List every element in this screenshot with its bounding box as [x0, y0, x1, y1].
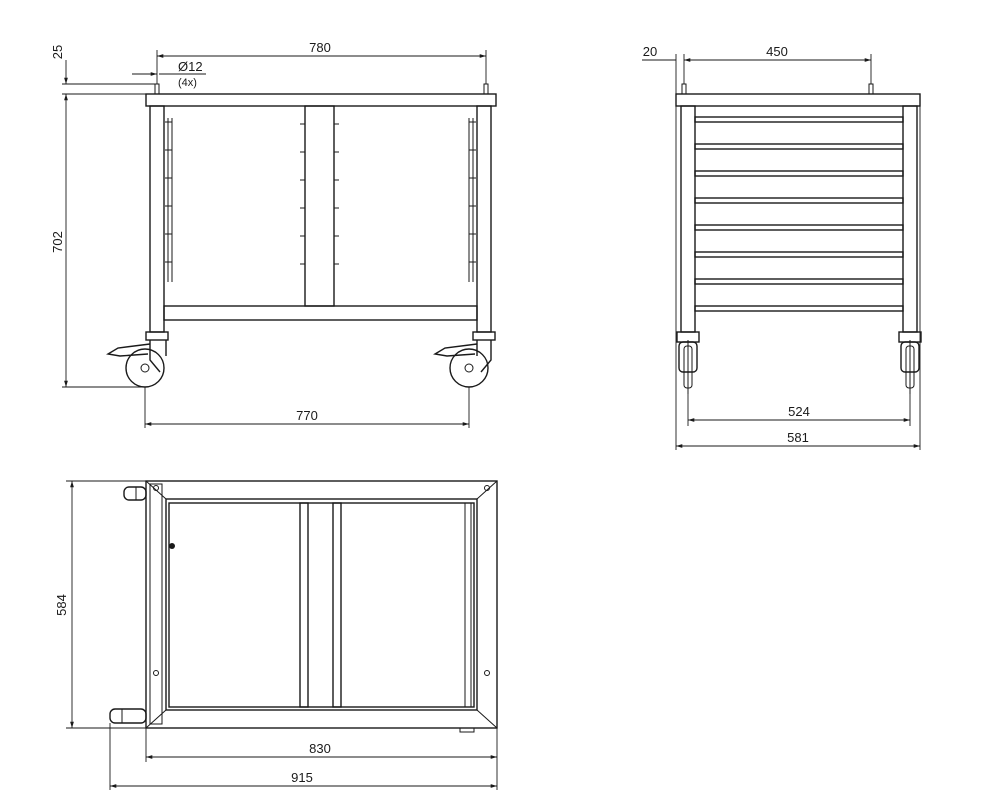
- side-pin-right: [868, 83, 874, 95]
- side-pin-left: [681, 83, 687, 95]
- top-bolt-3: [153, 670, 159, 676]
- front-ladder-left: [165, 118, 173, 282]
- front-center-rails: [300, 123, 339, 265]
- top-corner-bl: [145, 709, 167, 729]
- front-center-post: [304, 105, 335, 307]
- dim-dia-label: Ø12: [178, 59, 203, 74]
- top-center-rail-right: [332, 502, 342, 708]
- top-handle-upper: [123, 486, 147, 501]
- top-side-rail: [149, 483, 163, 725]
- top-inner-frame: [165, 498, 478, 711]
- side-caster-right: [898, 331, 922, 394]
- top-bolt-1: [153, 485, 159, 491]
- front-caster-right: [433, 331, 496, 388]
- top-corner-br: [476, 709, 498, 729]
- side-slats: [694, 116, 904, 312]
- front-bottom-bar: [163, 305, 478, 321]
- top-outer-frame: [145, 480, 498, 729]
- dim-581-label: 581: [787, 430, 809, 445]
- top-center-rail-left: [299, 502, 309, 708]
- front-caster-left: [106, 331, 169, 388]
- dim-915-label: 915: [291, 770, 313, 785]
- dim-770-label: 770: [296, 408, 318, 423]
- dim-830-label: 830: [309, 741, 331, 756]
- dim-524-label: 524: [788, 404, 810, 419]
- front-ladder-right: [468, 118, 476, 282]
- dim-dia-count: (4x): [178, 77, 197, 89]
- side-leg-right: [902, 105, 918, 333]
- top-shelf-area: [168, 502, 475, 708]
- front-top-plate: [145, 93, 497, 107]
- top-side-rail-right: [464, 502, 472, 708]
- front-leg-left: [149, 105, 165, 333]
- top-handle-lower: [109, 708, 147, 724]
- top-caster-foot: [459, 727, 475, 733]
- front-leg-right: [476, 105, 492, 333]
- dim-450-label: 450: [766, 44, 788, 59]
- dim-20-label: 20: [643, 44, 657, 59]
- side-view: 450 20 524 581: [642, 44, 922, 450]
- dim-702-label: 702: [50, 231, 65, 253]
- side-top-plate: [675, 93, 921, 107]
- top-latch-dot: [169, 543, 175, 549]
- top-view: 584 830 915: [54, 480, 498, 790]
- front-view: 780 Ø12 (4x) 25 702 770: [50, 40, 497, 428]
- front-pin-left: [154, 83, 160, 95]
- front-pin-right: [483, 83, 489, 95]
- dim-584-label: 584: [54, 594, 69, 616]
- dim-780-label: 780: [309, 40, 331, 55]
- top-bolt-2: [484, 485, 490, 491]
- side-caster-left: [676, 331, 700, 394]
- dim-25-label: 25: [50, 45, 65, 59]
- top-bolt-4: [484, 670, 490, 676]
- side-leg-left: [680, 105, 696, 333]
